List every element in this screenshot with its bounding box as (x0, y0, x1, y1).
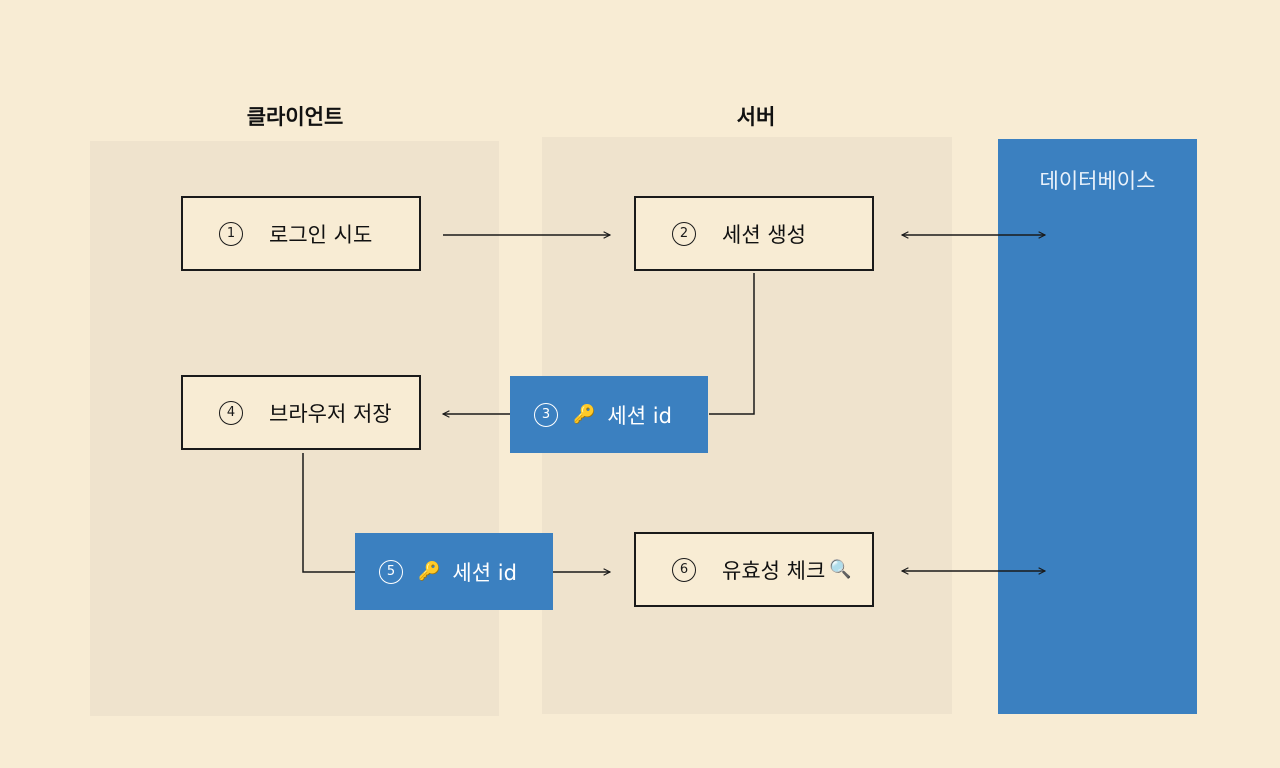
step-label: 세션 id (452, 560, 517, 585)
magnifier-icon: 🔍 (829, 558, 852, 580)
step-send-session-id: 3 🔑 세션 id (510, 376, 708, 453)
step-label: 유효성 체크 (722, 558, 826, 583)
step-label: 세션 id (607, 403, 672, 428)
key-icon: 🔑 (418, 560, 441, 582)
step-number: 1 (219, 221, 243, 246)
step-create-session: 2 세션 생성 (634, 196, 874, 271)
step-number: 5 (379, 559, 403, 584)
client-lane-title: 클라이언트 (246, 105, 344, 129)
step-label: 세션 생성 (722, 222, 806, 247)
step-resend-session-id: 5 🔑 세션 id (355, 533, 553, 610)
step-number: 6 (672, 557, 696, 582)
step-browser-store: 4 브라우저 저장 (181, 375, 421, 450)
step-login-attempt: 1 로그인 시도 (181, 196, 421, 271)
connector-session-to-tag (709, 273, 755, 415)
connector-browser-to-tag (302, 453, 355, 573)
database-lane-title: 데이터베이스 (1039, 169, 1156, 193)
step-validity-check: 6 유효성 체크 🔍 (634, 532, 874, 607)
key-icon: 🔑 (573, 403, 596, 425)
step-number: 3 (534, 402, 558, 427)
step-label: 브라우저 저장 (269, 401, 392, 426)
step-label: 로그인 시도 (269, 222, 373, 247)
step-number: 4 (219, 400, 243, 425)
server-lane-title: 서버 (736, 105, 776, 129)
step-number: 2 (672, 221, 696, 246)
